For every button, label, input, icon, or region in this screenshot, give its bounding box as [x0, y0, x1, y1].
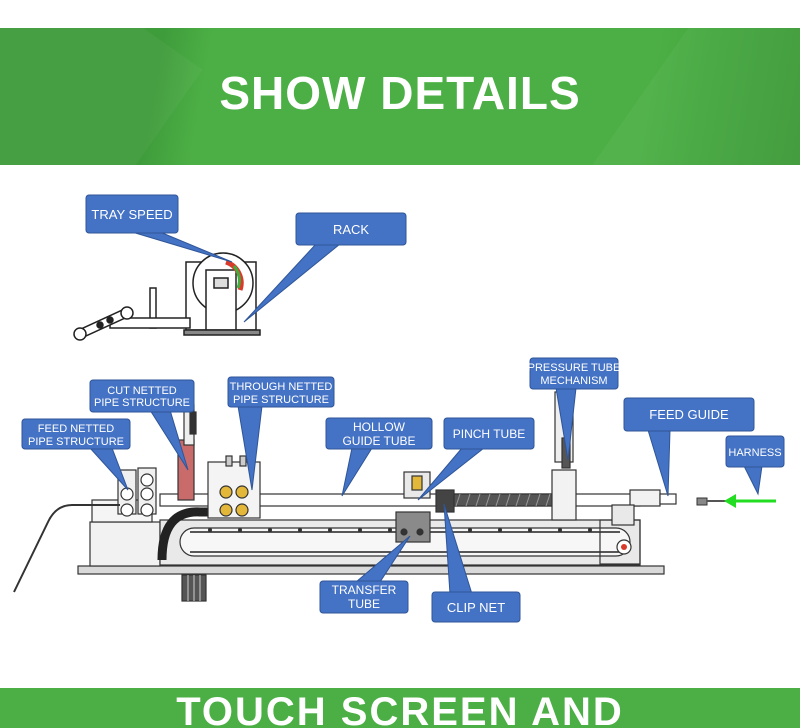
left-housing	[89, 521, 161, 567]
callout-label: FEED NETTED	[38, 423, 114, 435]
tray-rack-machine	[73, 252, 261, 341]
arm-bolt	[96, 321, 104, 329]
section-banner: SHOW DETAILS	[0, 28, 800, 165]
callout-label: PIPE STRUCTURE	[94, 397, 190, 409]
callout-through-netted: THROUGH NETTED PIPE STRUCTURE	[227, 376, 335, 491]
feed-roller	[140, 503, 154, 517]
callout-pressure-tube: PRESSURE TUBE MECHANISM	[528, 357, 621, 461]
callout-label: FEED GUIDE	[649, 407, 729, 422]
arm-bolt	[106, 316, 114, 324]
feed-roller	[140, 487, 154, 501]
callout-label: CLIP NET	[447, 600, 505, 615]
next-section-banner: TOUCH SCREEN AND	[0, 688, 800, 728]
transfer-carriage	[395, 511, 431, 543]
rack-base	[183, 329, 261, 336]
tray-slot	[213, 277, 229, 289]
callout-label: PIPE STRUCTURE	[28, 436, 124, 448]
callout-label: GUIDE TUBE	[342, 434, 415, 448]
pulley-center	[621, 544, 627, 550]
callout-label: MECHANISM	[540, 375, 607, 387]
feed-guide-bracket	[611, 504, 635, 526]
arm-pulley	[73, 327, 87, 341]
feed-roller	[120, 487, 134, 501]
feed-roller	[120, 503, 134, 517]
cable-chain	[157, 507, 240, 561]
machine-diagram: TRAY SPEED RACK CUT NETTED PIPE STRUCTUR…	[13, 194, 785, 623]
next-section-title: TOUCH SCREEN AND	[176, 690, 624, 728]
callout-cut-netted: CUT NETTED PIPE STRUCTURE	[89, 379, 195, 471]
through-gears	[219, 485, 249, 517]
harness-input	[696, 494, 776, 508]
callout-label: TRANSFER	[332, 583, 397, 597]
pinch-gear	[411, 475, 423, 491]
callout-tray-speed: TRAY SPEED	[85, 194, 233, 263]
gear-post	[239, 455, 247, 467]
callout-label: CUT NETTED	[107, 385, 177, 397]
harness-plug	[696, 497, 708, 506]
callout-hollow-guide-tube: HOLLOW GUIDE TUBE	[325, 417, 433, 497]
callout-label: HARNESS	[728, 447, 781, 459]
callout-label: HOLLOW	[353, 420, 406, 434]
callout-label: TUBE	[348, 597, 380, 611]
callout-rack: RACK	[243, 212, 407, 323]
callout-pinch-tube: PINCH TUBE	[417, 417, 535, 501]
input-arrow-head	[724, 494, 736, 508]
callout-clip-net: CLIP NET	[431, 503, 521, 623]
feed-guide-block	[629, 489, 661, 507]
callout-feed-guide: FEED GUIDE	[623, 397, 755, 497]
callout-feed-netted: FEED NETTED PIPE STRUCTURE	[21, 418, 131, 491]
gear-post	[225, 455, 233, 467]
callouts: TRAY SPEED RACK CUT NETTED PIPE STRUCTUR…	[21, 194, 785, 623]
callout-harness: HARNESS	[725, 435, 785, 496]
callout-label: THROUGH NETTED	[230, 381, 333, 393]
rail-bolts	[208, 528, 592, 532]
callout-label: PINCH TUBE	[453, 427, 525, 441]
cut-sensor	[189, 411, 197, 435]
feed-roller	[140, 473, 154, 487]
output-harness	[13, 504, 120, 593]
arm-pulley	[120, 306, 134, 320]
callout-transfer-tube: TRANSFER TUBE	[319, 535, 411, 614]
main-machine	[13, 391, 677, 602]
speed-arc-green	[232, 265, 241, 289]
callout-label: PRESSURE TUBE	[528, 362, 621, 374]
pressure-base	[551, 469, 577, 521]
callout-label: PIPE STRUCTURE	[233, 394, 329, 406]
section-title: SHOW DETAILS	[219, 67, 581, 119]
carriage-bolt	[400, 528, 408, 536]
callout-label: RACK	[333, 222, 369, 237]
callout-label: TRAY SPEED	[91, 207, 172, 222]
carriage-bolt	[416, 528, 424, 536]
